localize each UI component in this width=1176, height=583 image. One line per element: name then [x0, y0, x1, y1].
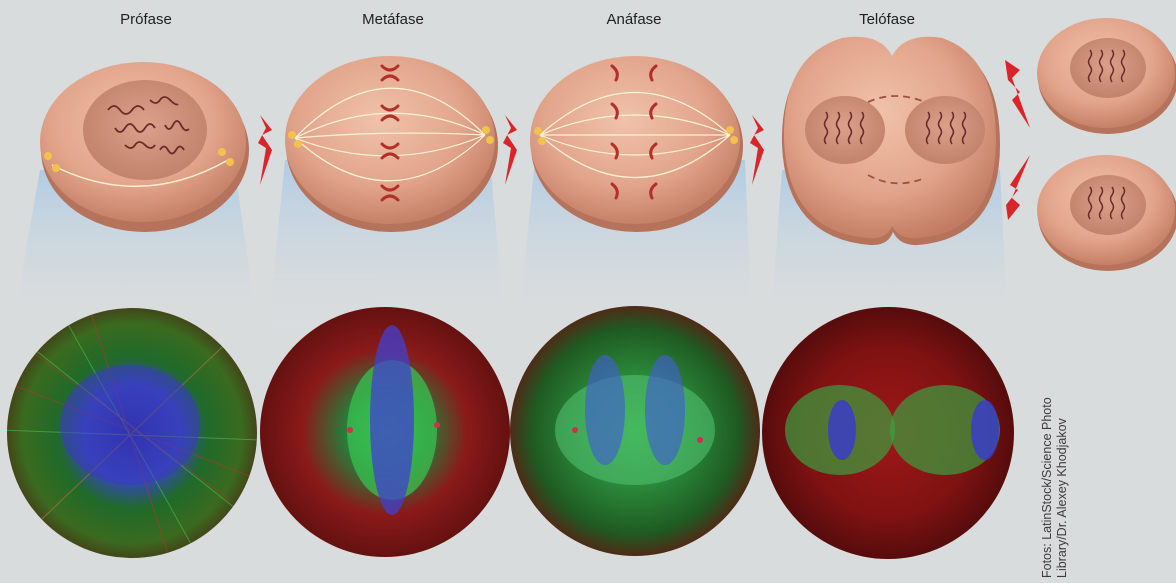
- prophase-cell: [40, 62, 249, 232]
- arrow-anafase-telofase: [750, 115, 764, 185]
- micrograph-anafase: [510, 306, 760, 556]
- micrograph-telofase: [762, 307, 1014, 559]
- arrow-telofase-bottom: [1006, 155, 1030, 220]
- micrograph-metafase: [260, 307, 510, 557]
- label-anafase: Anáfase: [606, 11, 661, 28]
- photo-credit-line1: Fotos: LatinStock/Science Photo: [1040, 348, 1055, 578]
- label-telofase: Telófase: [859, 11, 915, 28]
- label-metafase: Metáfase: [362, 11, 424, 28]
- metaphase-cell: [285, 56, 498, 232]
- arrow-metafase-anafase: [503, 115, 517, 185]
- micrograph-profase: [0, 308, 260, 560]
- arrow-telofase-top: [1005, 60, 1030, 128]
- centrosome: [44, 152, 52, 160]
- arrow-profase-metafase: [258, 115, 272, 185]
- photo-credit: Fotos: LatinStock/Science Photo Library/…: [1040, 348, 1070, 578]
- photo-credit-line2: Library/Dr. Alexey Khodjakov: [1055, 348, 1070, 578]
- anaphase-cell: [530, 56, 743, 232]
- daughter-cell-bottom: [1037, 155, 1176, 271]
- label-profase: Prófase: [120, 11, 172, 28]
- telophase-cell: [782, 37, 1000, 245]
- daughter-cell-top: [1037, 18, 1176, 134]
